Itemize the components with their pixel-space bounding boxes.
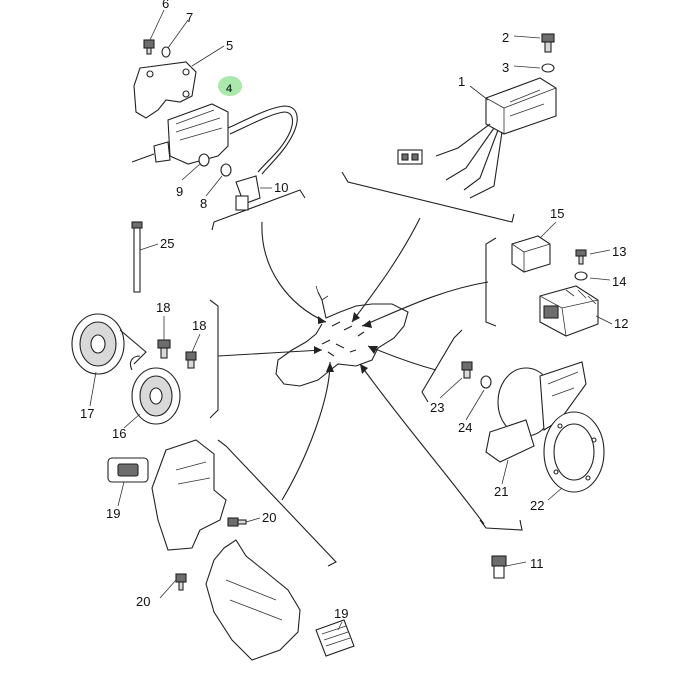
pickup-coil-part-21 bbox=[485, 361, 587, 463]
ignition-coil-part-4 bbox=[131, 76, 298, 175]
callout-14: 14 bbox=[612, 274, 626, 289]
callout-10: 10 bbox=[274, 180, 288, 195]
group-bracket-switch bbox=[479, 519, 523, 531]
callout-12: 12 bbox=[614, 316, 628, 331]
bolt-part-18-left bbox=[157, 339, 171, 359]
screw-part-20-lower bbox=[175, 573, 187, 591]
callout-4: 4 bbox=[226, 83, 233, 95]
callout-18-right: 18 bbox=[192, 318, 206, 333]
switch-part-11 bbox=[491, 555, 507, 579]
callout-3: 3 bbox=[502, 60, 509, 75]
bracket-part-5 bbox=[133, 61, 197, 119]
group-bracket-relays bbox=[485, 237, 497, 327]
callout-5: 5 bbox=[226, 38, 233, 53]
bolt-part-6 bbox=[143, 39, 155, 55]
washer-part-14 bbox=[574, 271, 588, 281]
gasket-part-22 bbox=[543, 411, 605, 493]
bolt-part-23 bbox=[461, 361, 473, 379]
leader-arrows bbox=[217, 217, 489, 525]
side-cover-lower bbox=[205, 539, 301, 661]
horn-part-16 bbox=[129, 355, 181, 425]
bolt-part-2 bbox=[541, 33, 555, 53]
callout-7: 7 bbox=[186, 10, 193, 25]
callout-23: 23 bbox=[430, 400, 444, 415]
callout-6: 6 bbox=[162, 0, 169, 11]
chassis-silhouette bbox=[275, 285, 409, 387]
plug-cap-part-10 bbox=[235, 175, 261, 211]
callout-13: 13 bbox=[612, 244, 626, 259]
callout-20-upper: 20 bbox=[262, 510, 276, 525]
grommet-part-19-lower bbox=[315, 619, 355, 657]
callout-19-lower: 19 bbox=[334, 606, 348, 621]
screw-part-20-upper bbox=[227, 517, 247, 527]
callout-25: 25 bbox=[160, 236, 174, 251]
group-bracket-cover bbox=[217, 439, 337, 567]
callout-21: 21 bbox=[494, 484, 508, 499]
group-bracket-pickup bbox=[421, 329, 463, 403]
horn-part-17 bbox=[71, 313, 147, 375]
callout-9: 9 bbox=[176, 184, 183, 199]
relay-part-15 bbox=[511, 235, 551, 273]
callout-24: 24 bbox=[458, 420, 472, 435]
washer-part-9 bbox=[198, 153, 210, 167]
washer-part-24 bbox=[480, 375, 492, 389]
bolt-part-18-right bbox=[185, 351, 197, 369]
side-cover-upper bbox=[151, 439, 227, 551]
group-bracket-horns bbox=[209, 299, 219, 419]
cable-tie-part-25 bbox=[131, 221, 143, 293]
callout-22: 22 bbox=[530, 498, 544, 513]
callout-18-left: 18 bbox=[156, 300, 170, 315]
callout-17: 17 bbox=[80, 406, 94, 421]
callout-leaders bbox=[89, 9, 613, 631]
callout-8: 8 bbox=[200, 196, 207, 211]
washer-part-3 bbox=[541, 63, 555, 73]
callout-19-upper: 19 bbox=[106, 506, 120, 521]
callout-15: 15 bbox=[550, 206, 564, 221]
callout-labels: 6 7 5 4 9 8 10 2 3 1 25 15 13 14 12 18 1… bbox=[80, 0, 628, 621]
highlight-marker bbox=[218, 76, 242, 96]
group-bracket-cdi bbox=[341, 171, 515, 223]
bolt-part-8 bbox=[220, 163, 232, 177]
callout-16: 16 bbox=[112, 426, 126, 441]
screw-part-13 bbox=[575, 249, 587, 265]
callout-20-lower: 20 bbox=[136, 594, 150, 609]
group-bracket-ignition bbox=[211, 189, 306, 231]
callout-11: 11 bbox=[530, 556, 544, 571]
cdi-unit-part-1 bbox=[397, 77, 557, 199]
washer-part-7 bbox=[161, 46, 171, 58]
callout-2: 2 bbox=[502, 30, 509, 45]
callout-1: 1 bbox=[458, 74, 465, 89]
grommet-part-19-upper bbox=[107, 457, 149, 483]
regulator-part-12 bbox=[539, 285, 599, 337]
